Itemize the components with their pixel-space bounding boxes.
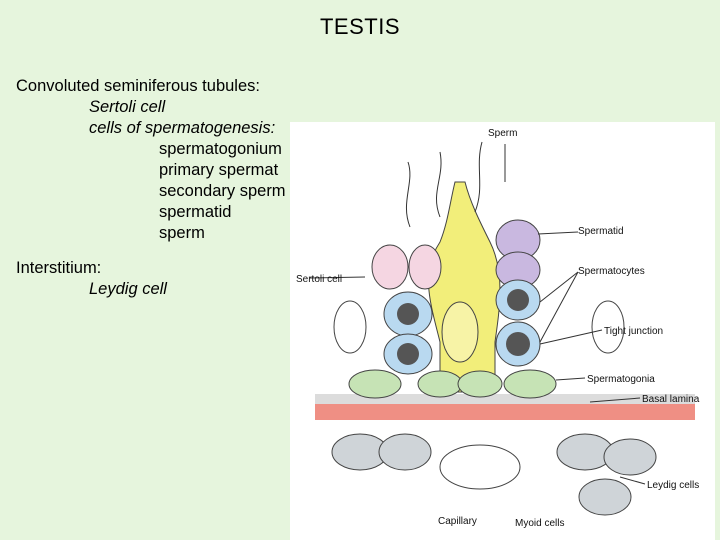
- label-basal-lamina: Basal lamina: [642, 394, 700, 405]
- pointer-basal-lamina: [589, 397, 641, 403]
- sertoli-nucleus: [441, 301, 479, 363]
- pointer-spermatid: [537, 231, 579, 235]
- outline: Convoluted seminiferous tubules: Sertoli…: [16, 76, 316, 300]
- label-myoid-cells: Myoid cells: [515, 518, 564, 529]
- spermatogonia-cell: [457, 370, 503, 398]
- pointer-sertoli: [309, 276, 366, 279]
- outline-item: primary spermat: [159, 161, 279, 179]
- leydig-cell: [378, 433, 432, 471]
- outline-heading-interstitium: Interstitium:: [16, 259, 102, 277]
- label-capillary: Capillary: [438, 516, 477, 527]
- leydig-cell: [578, 478, 632, 516]
- outline-heading-tubules: Convoluted seminiferous tubules:: [16, 77, 260, 95]
- pink-cell: [371, 244, 409, 290]
- sperm-tail: [474, 141, 483, 213]
- leydig-cell: [603, 438, 657, 476]
- label-spermatocytes: Spermatocytes: [578, 266, 645, 277]
- outline-item: sperm: [159, 224, 205, 242]
- capillary: [439, 444, 521, 490]
- slide-title: TESTIS: [319, 14, 400, 39]
- label-spermatogonia: Spermatogonia: [587, 374, 655, 385]
- outline-leydig: Leydig cell: [89, 280, 167, 298]
- pointer-spermatocytes: [539, 271, 579, 303]
- spermatogonia-cell: [503, 369, 557, 399]
- sperm-tail: [436, 151, 442, 218]
- outline-item: spermatid: [159, 203, 232, 221]
- label-tight-junction: Tight junction: [604, 326, 663, 337]
- floating-cell: [333, 300, 367, 354]
- spermatocyte-nucleus: [397, 343, 419, 365]
- pink-cell: [408, 244, 442, 290]
- outline-sertoli: Sertoli cell: [89, 98, 166, 116]
- spermatocyte-nucleus: [397, 303, 419, 325]
- floating-cell: [591, 300, 625, 354]
- pointer-spermatogonia: [555, 377, 586, 381]
- spermatogonia-cell: [348, 369, 402, 399]
- outline-item: secondary sperm: [159, 182, 286, 200]
- outline-spermatogenesis: cells of spermatogenesis:: [89, 119, 276, 137]
- myoid-layer: [315, 394, 695, 404]
- sperm-tail: [406, 161, 411, 228]
- outline-item: spermatogonium: [159, 140, 282, 158]
- spermatocyte-nucleus: [507, 289, 529, 311]
- spermatocyte-nucleus: [506, 332, 530, 356]
- label-spermatid: Spermatid: [578, 226, 624, 237]
- pointer-leydig: [619, 476, 646, 485]
- label-sertoli-cell: Sertoli cell: [296, 274, 342, 285]
- label-leydig-cells: Leydig cells: [647, 480, 699, 491]
- spermatogonia-cell: [417, 370, 463, 398]
- label-sperm: Sperm: [488, 128, 517, 139]
- pointer-tight-junction: [539, 329, 603, 345]
- pointer-spermatocytes: [539, 271, 579, 343]
- diagram-svg: Sperm Spermatid Sertoli cell Spermatocyt…: [296, 128, 700, 529]
- basal-lamina: [315, 404, 695, 420]
- testis-diagram: Sperm Spermatid Sertoli cell Spermatocyt…: [290, 122, 715, 540]
